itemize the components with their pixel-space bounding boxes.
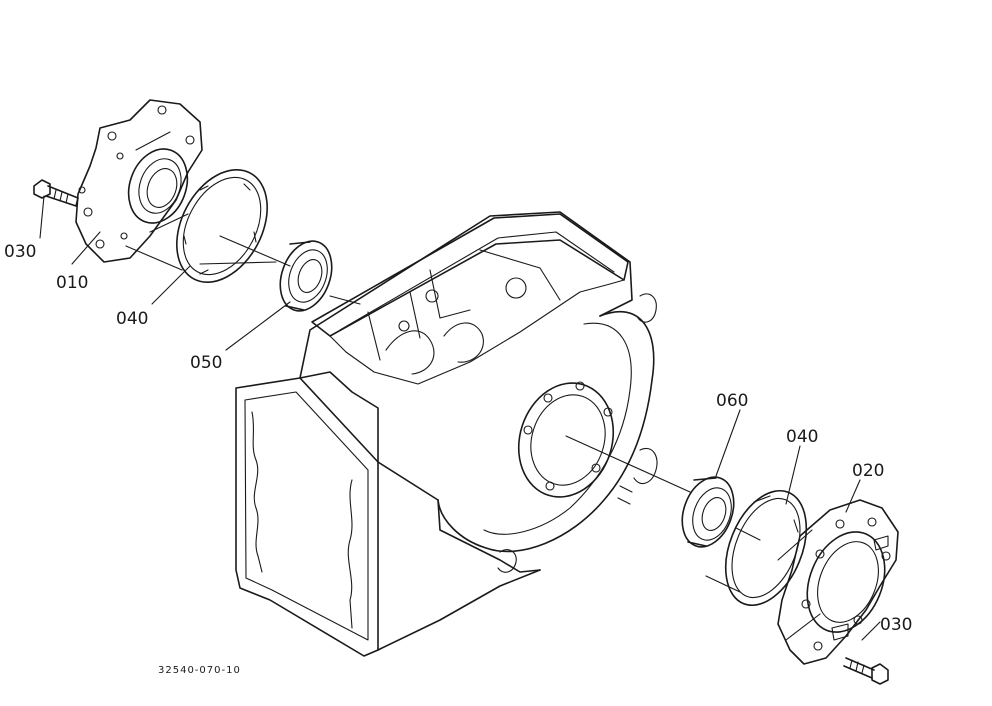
drawing-code: 32540-070-10 xyxy=(158,665,241,676)
callout-030-left: 030 xyxy=(4,242,36,262)
part-010-bearing-holder xyxy=(75,99,203,263)
callout-060: 060 xyxy=(716,391,748,411)
part-020-bearing-holder xyxy=(777,499,899,665)
callout-050: 050 xyxy=(190,353,222,373)
part-040-shim-left xyxy=(176,168,268,284)
part-040-shim-right xyxy=(724,489,808,607)
transmission-case xyxy=(235,211,658,657)
part-030-bolt-left xyxy=(33,179,79,207)
callout-010: 010 xyxy=(56,273,88,293)
callout-020: 020 xyxy=(852,461,884,481)
part-030-bolt-right xyxy=(843,657,889,685)
callout-040-right: 040 xyxy=(786,427,818,447)
callout-labels: 030 010 040 050 060 040 020 030 xyxy=(4,242,912,635)
callout-030-right: 030 xyxy=(880,615,912,635)
callout-040-left: 040 xyxy=(116,309,148,329)
leader-lines xyxy=(39,195,881,641)
part-050-ball-bearing xyxy=(279,240,333,312)
part-060-ball-bearing xyxy=(681,476,735,548)
assembly-center-lines xyxy=(125,235,761,593)
